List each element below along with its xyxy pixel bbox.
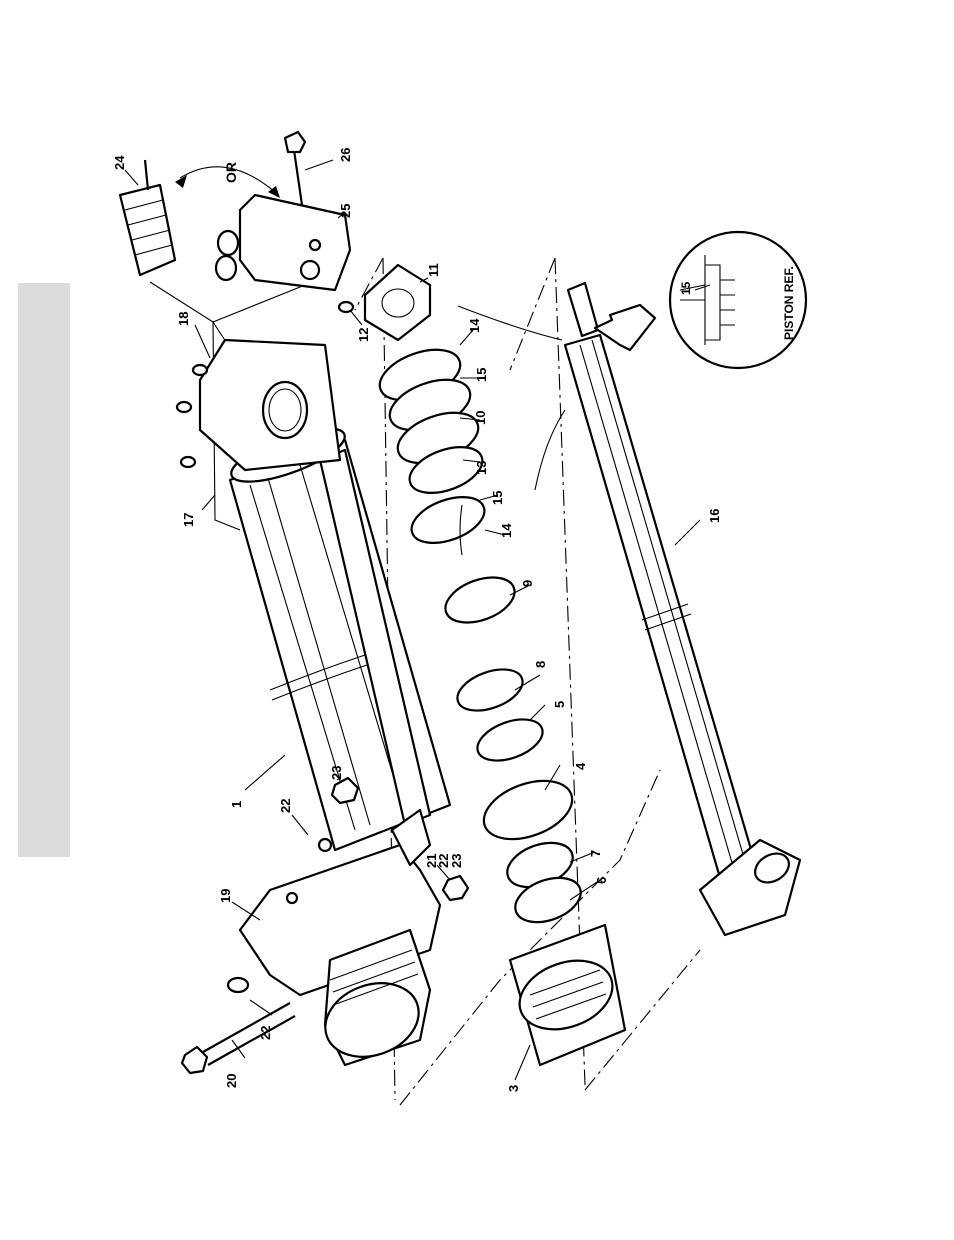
callout-7: 7 (588, 850, 603, 857)
part-9-spacer (439, 569, 520, 631)
callout-23b: 23 (329, 766, 344, 780)
port-block (177, 340, 340, 470)
callout-22b: 22 (278, 799, 293, 813)
page-side-tab (18, 283, 70, 857)
callout-6: 6 (594, 877, 609, 884)
callout-14a: 14 (467, 318, 482, 333)
part-5-bushing (472, 711, 548, 768)
part-3-head (510, 925, 625, 1065)
callout-19: 19 (218, 889, 233, 903)
callout-20: 20 (224, 1074, 239, 1088)
callout-14b: 14 (499, 523, 514, 538)
part-24-cartridge-valve (120, 160, 175, 275)
part-14-wear-ring (405, 488, 490, 552)
callout-16: 16 (707, 509, 722, 523)
callout-10: 10 (473, 411, 488, 425)
part-25-valve-block (216, 195, 350, 290)
part-16-rod (565, 283, 800, 935)
callout-25: 25 (338, 204, 353, 218)
part-26-bolt (285, 132, 305, 205)
leader-curve-lower (535, 410, 565, 490)
callout-26: 26 (338, 148, 353, 162)
assembly-arrow (595, 305, 655, 350)
callout-4: 4 (573, 762, 588, 770)
piston-ref-label: PISTON REF. (782, 266, 796, 340)
callout-24: 24 (112, 155, 127, 170)
callout-13: 13 (474, 461, 489, 475)
callout-3: 3 (506, 1085, 521, 1092)
callout-8: 8 (533, 661, 548, 668)
callout-5: 5 (552, 701, 567, 708)
callout-9: 9 (520, 580, 535, 587)
callout-15a: 15 (474, 368, 489, 382)
callout-22c: 22 (258, 1026, 273, 1040)
or-label: OR (223, 162, 239, 183)
callout-11: 11 (426, 263, 441, 277)
part-11-nut (365, 265, 430, 340)
part-4-gland (476, 770, 580, 850)
inset-callout-15: 15 (679, 281, 693, 295)
callout-1: 1 (229, 801, 244, 808)
callout-23a: 23 (449, 854, 464, 868)
callout-17: 17 (181, 513, 196, 527)
callout-18: 18 (176, 312, 191, 326)
part-10-piston (373, 340, 489, 502)
part-8-oring (452, 661, 528, 718)
part-19-trunnion (182, 845, 468, 1073)
callout-15b: 15 (490, 491, 505, 505)
callout-12: 12 (356, 328, 371, 342)
